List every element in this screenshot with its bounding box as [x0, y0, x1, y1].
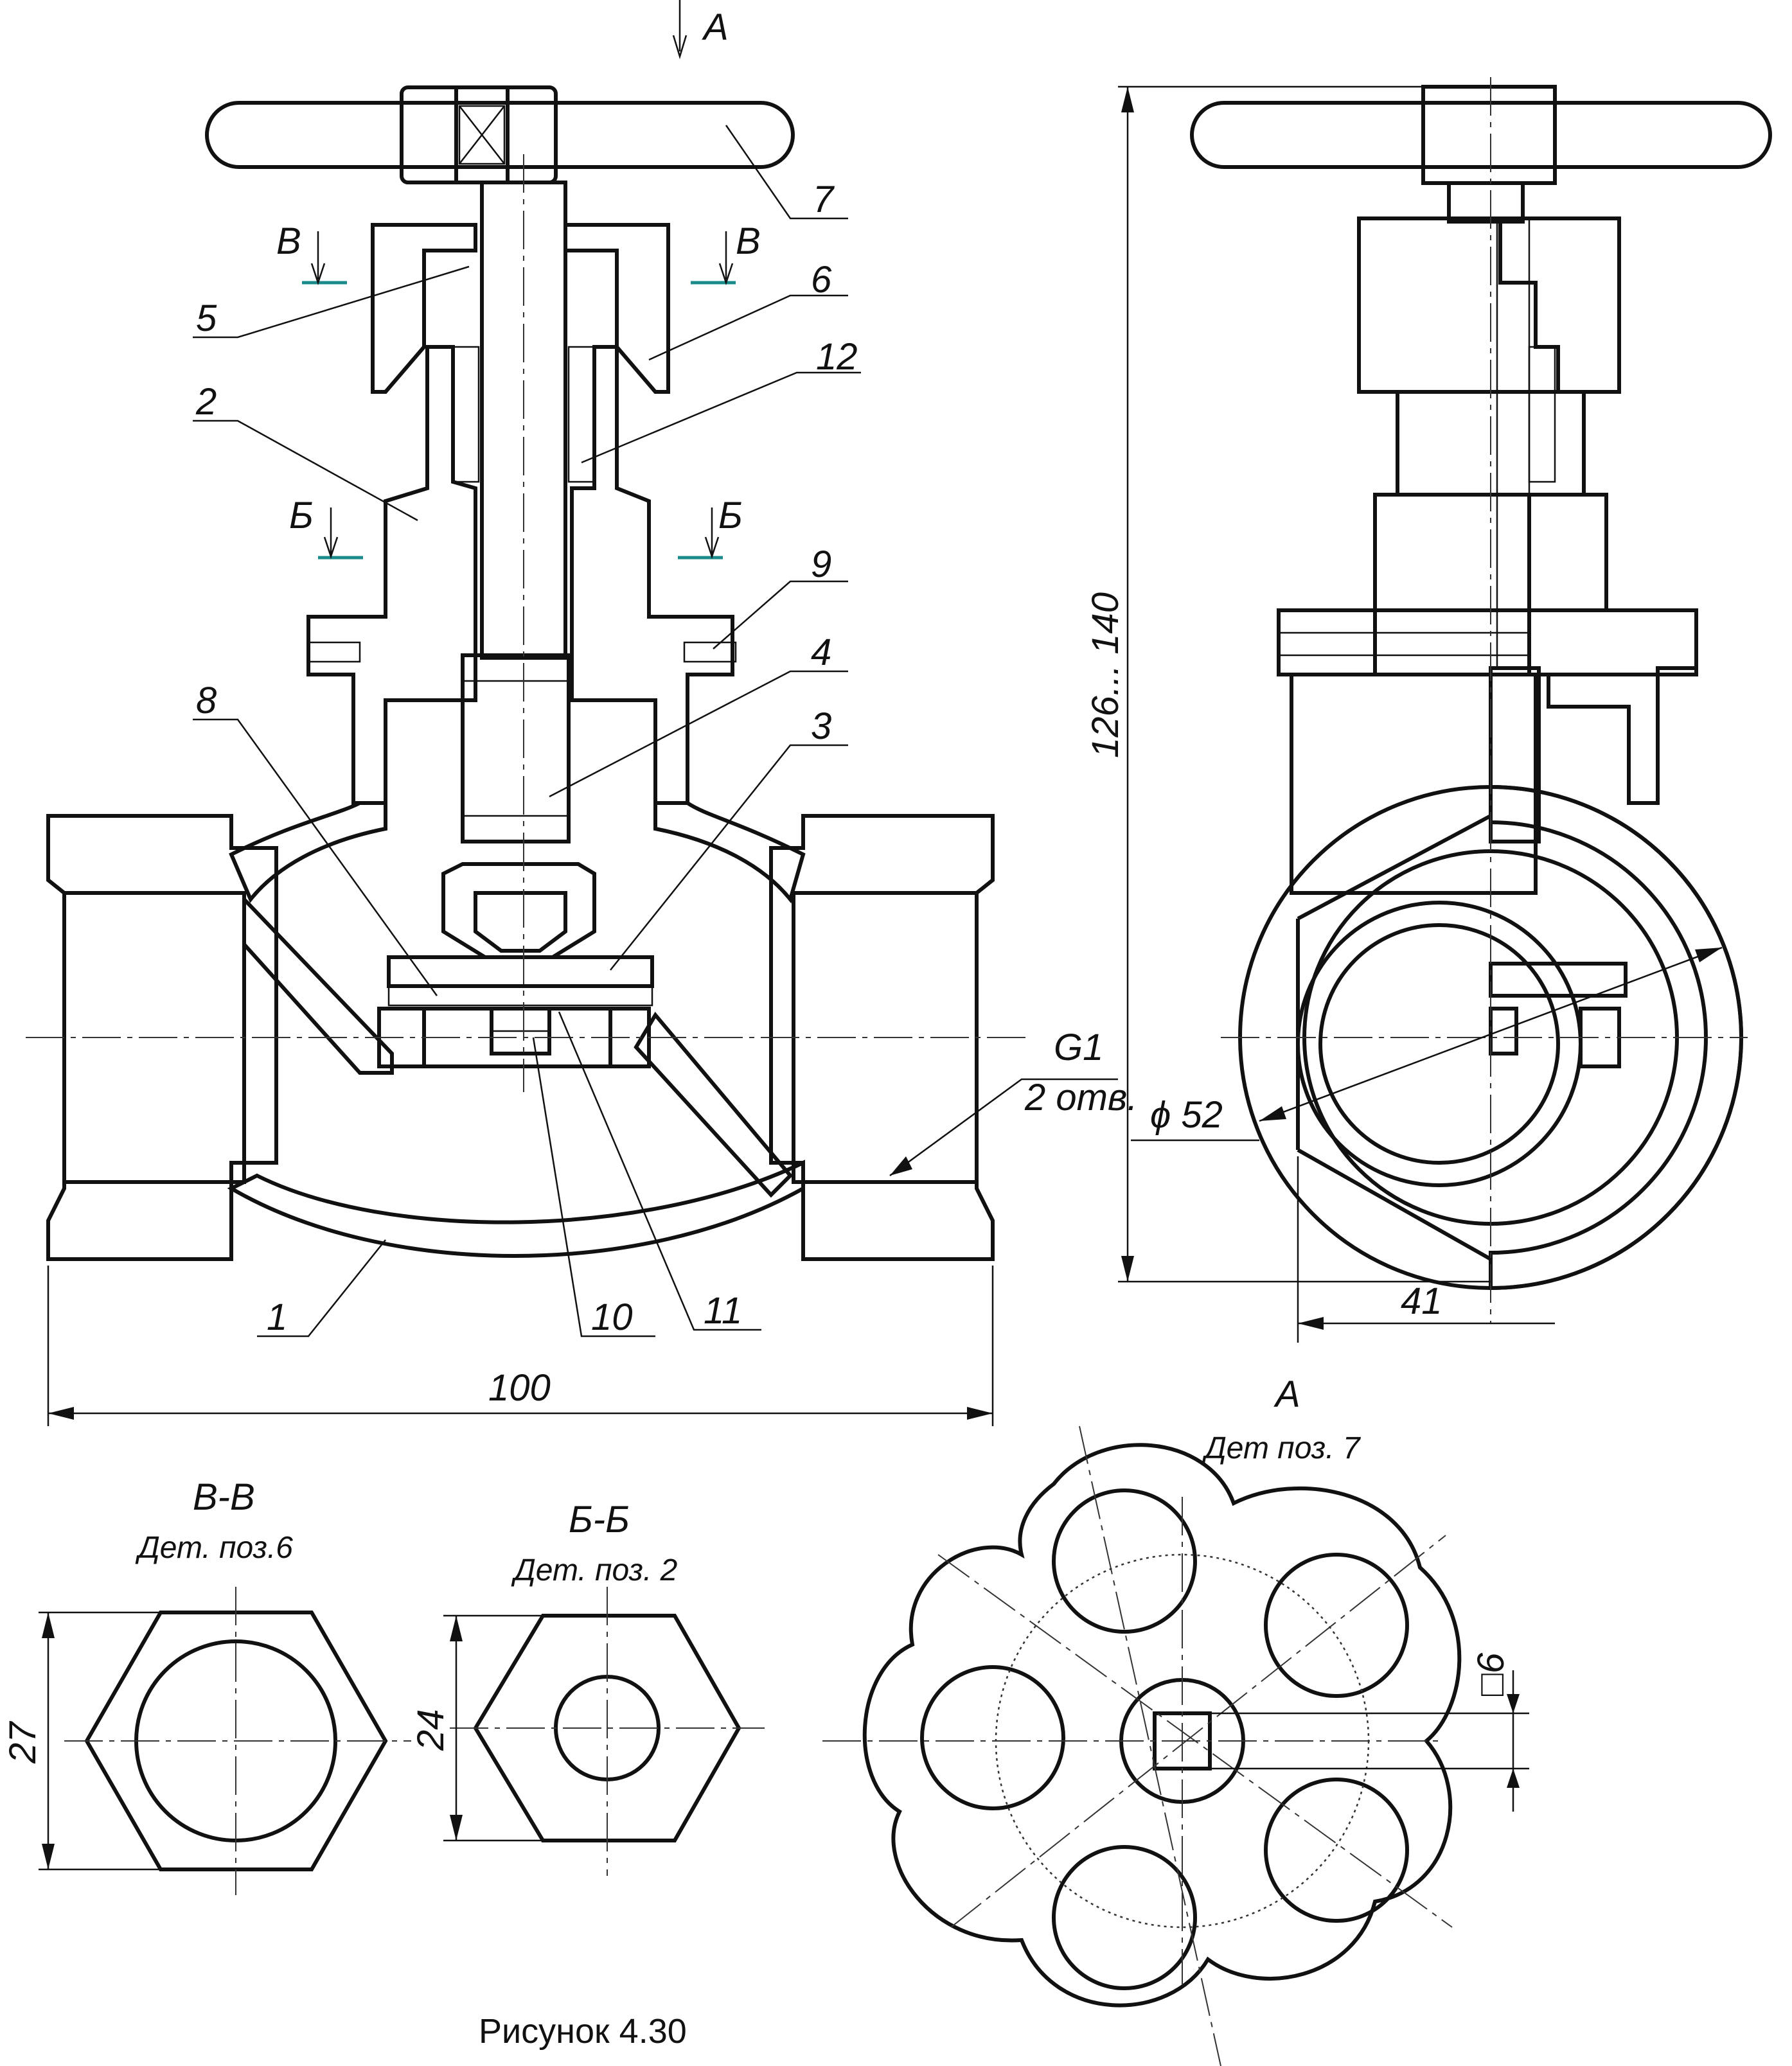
callout-2: 2 [193, 381, 418, 522]
callout-8: 8 [193, 680, 438, 996]
svg-text:Б: Б [289, 495, 314, 536]
svg-text:5: 5 [196, 297, 217, 339]
svg-text:8: 8 [196, 680, 217, 721]
gasket-right [683, 641, 737, 663]
stem [461, 181, 571, 843]
disc-gasket [387, 985, 653, 1007]
callout-7: 7 [725, 125, 848, 220]
svg-text:6: 6 [811, 259, 832, 301]
view-a-title: А [1273, 1373, 1300, 1415]
svg-text:В: В [276, 220, 301, 262]
section-marker-bb-right: Б [678, 495, 743, 560]
svg-text:В: В [736, 220, 761, 262]
dim-hex-24: 24 [410, 1709, 452, 1751]
dim-square-6: □6 [1470, 1652, 1512, 1696]
section-marker-vv-right: В [691, 220, 761, 285]
view-arrow-label: A [702, 6, 729, 48]
callout-12: 12 [581, 336, 861, 464]
side-view: 126... 140 ϕ 52 41 [1085, 77, 1772, 1343]
callout-9: 9 [713, 543, 848, 649]
callout-1: 1 [257, 1239, 386, 1338]
dim-hex-27: 27 [2, 1720, 44, 1764]
view-a: А Дет поз. 7 □6 [822, 1373, 1529, 2066]
callout-10: 10 [532, 1037, 655, 1338]
svg-text:2 отв.: 2 отв. [1024, 1077, 1137, 1118]
packing-left [452, 346, 480, 483]
callout-11: 11 [558, 1011, 761, 1332]
handwheel-outline-top [862, 1443, 1462, 2008]
svg-text:3: 3 [811, 705, 831, 747]
svg-text:7: 7 [813, 179, 835, 220]
svg-text:11: 11 [704, 1290, 742, 1332]
svg-text:9: 9 [811, 543, 831, 585]
svg-text:100: 100 [488, 1367, 551, 1409]
section-bb-subtitle: Дет. поз. 2 [511, 1553, 677, 1587]
gasket-left [307, 641, 361, 663]
callout-5: 5 [193, 265, 470, 339]
section-vv-title: В-В [193, 1476, 255, 1518]
svg-text:Б: Б [718, 495, 743, 536]
svg-text:10: 10 [591, 1296, 633, 1338]
disc-plate [387, 955, 654, 988]
handwheel-front [205, 85, 795, 184]
svg-text:126... 140: 126... 140 [1085, 592, 1126, 758]
callout-thread: G1 2 отв. [889, 1027, 1137, 1177]
svg-text:12: 12 [816, 336, 858, 378]
handwheel-side [1190, 101, 1772, 169]
dim-width: 100 [47, 1266, 994, 1426]
packing-right [567, 346, 596, 483]
section-marker-bb-left: Б [289, 495, 363, 560]
svg-text:ϕ 52: ϕ 52 [1150, 1094, 1223, 1136]
figure-caption: Рисунок 4.30 [479, 2012, 687, 2051]
dim-offset: 41 [1297, 1156, 1555, 1343]
svg-text:4: 4 [811, 631, 831, 673]
dim-height: 126... 140 [1085, 85, 1491, 1283]
callout-4: 4 [549, 631, 848, 798]
svg-text:2: 2 [195, 381, 217, 423]
svg-text:G1: G1 [1054, 1027, 1103, 1068]
section-vv-subtitle: Дет. поз.6 [135, 1531, 293, 1565]
dim-diameter: ϕ 52 [1131, 946, 1723, 1142]
disc-holder [441, 862, 596, 959]
section-marker-vv-left: В [276, 220, 347, 285]
svg-text:1: 1 [267, 1296, 287, 1338]
callout-3: 3 [610, 705, 848, 971]
view-a-subtitle: Дет поз. 7 [1202, 1431, 1362, 1465]
svg-text:41: 41 [1401, 1280, 1442, 1322]
section-bb-title: Б-Б [569, 1499, 630, 1541]
section-bb: Б-Б Дет. поз. 2 24 [410, 1499, 765, 1876]
view-arrow-head [672, 35, 688, 60]
callout-6: 6 [648, 259, 848, 361]
front-view: A [26, 0, 1137, 1426]
gland-nut [371, 223, 670, 394]
section-vv: В-В Дет. поз.6 27 [2, 1476, 411, 1895]
